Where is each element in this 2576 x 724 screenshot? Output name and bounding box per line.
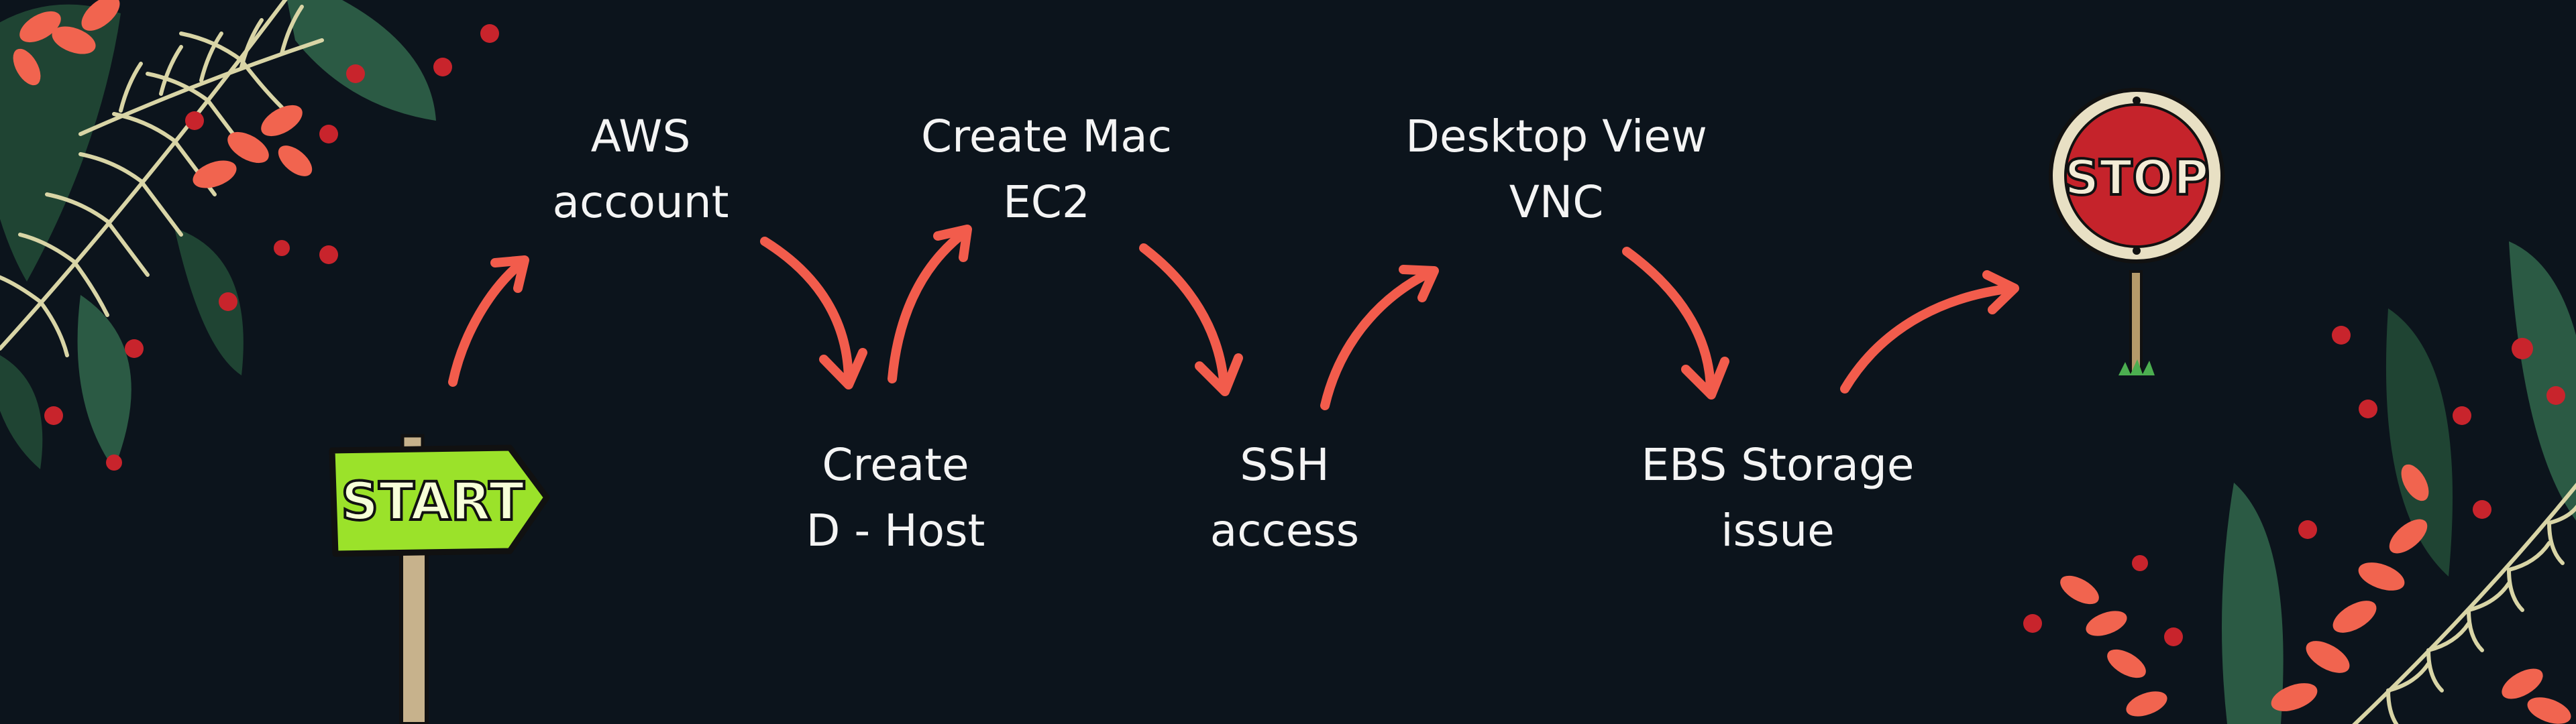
step-line-1: Create Mac: [921, 111, 1172, 162]
step-desktop-view-vnc: Desktop View VNC: [1405, 104, 1707, 235]
step-line-1: Create: [822, 439, 969, 491]
start-sign-label: START: [341, 472, 524, 532]
step-line-2: VNC: [1509, 176, 1604, 228]
arrow-down-2: [1139, 243, 1243, 396]
step-line-1: SSH: [1240, 439, 1330, 491]
step-create-mac-ec2: Create Mac EC2: [921, 104, 1172, 235]
arrow-up-3: [1320, 265, 1439, 410]
step-ebs-storage-issue: EBS Storage issue: [1642, 432, 1915, 564]
step-line-1: EBS Storage: [1641, 439, 1915, 491]
step-line-2: D - Host: [806, 505, 985, 556]
arrow-up-2: [888, 225, 972, 383]
arrow-up-1: [448, 255, 529, 387]
step-ssh-access: SSH access: [1210, 432, 1359, 564]
step-line-2: account: [552, 176, 729, 228]
step-aws-account: AWS account: [553, 104, 729, 235]
arrow-down-1: [760, 237, 867, 389]
step-line-2: access: [1210, 505, 1360, 556]
bottom-right-foliage: [2023, 241, 2576, 724]
step-line-1: AWS: [590, 111, 691, 162]
step-create-d-host: Create D - Host: [806, 432, 985, 564]
arrow-down-3: [1622, 247, 1729, 400]
stop-sign-label: STOP: [2065, 149, 2209, 206]
step-line-2: issue: [1721, 505, 1835, 556]
top-left-foliage: [0, 0, 499, 471]
step-line-1: Desktop View: [1405, 111, 1707, 162]
step-line-2: EC2: [1003, 176, 1090, 228]
arrow-up-4: [1840, 270, 2019, 394]
